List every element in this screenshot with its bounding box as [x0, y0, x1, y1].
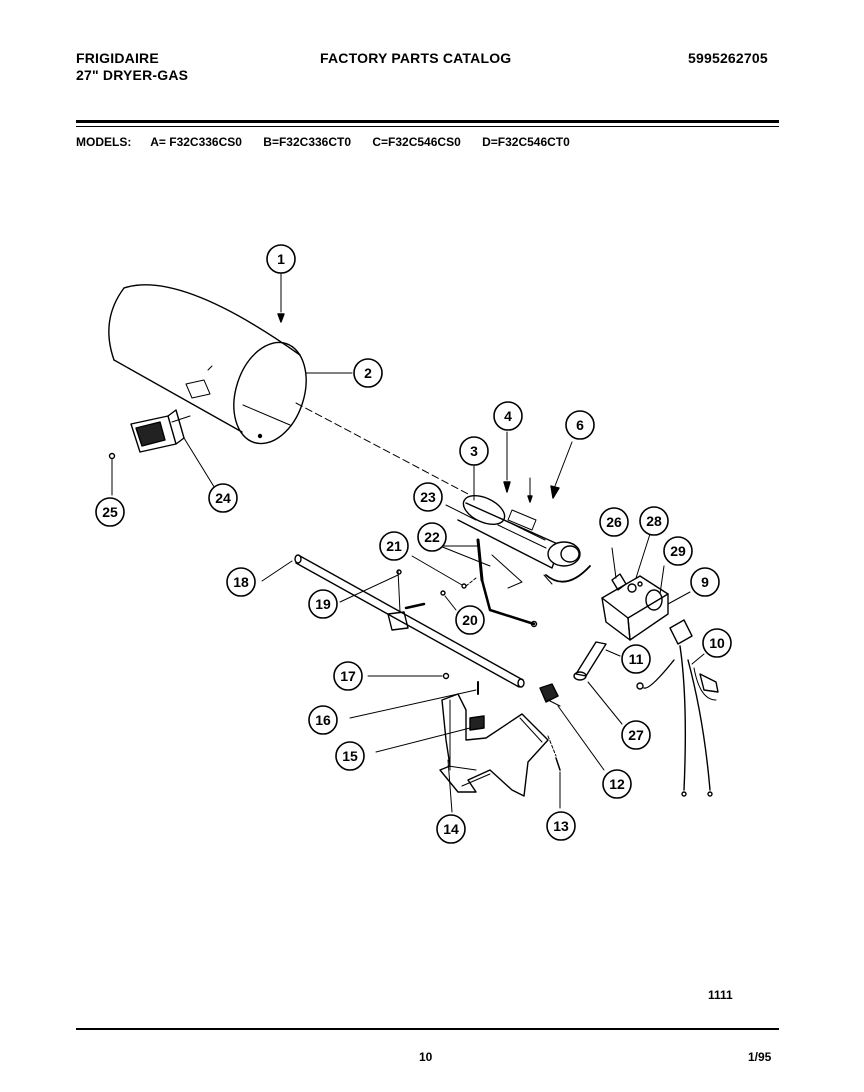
igniter-part-22: [476, 538, 538, 628]
svg-text:20: 20: [462, 612, 478, 628]
models-label: MODELS:: [76, 135, 132, 149]
svg-text:21: 21: [386, 538, 402, 554]
revision-date: 1/95: [748, 1050, 772, 1064]
mounting-bracket-part-14: [439, 693, 549, 813]
model-c: C=F32C546CS0: [372, 135, 461, 149]
screw-part-6: [527, 441, 573, 503]
callout-1: 1: [266, 244, 296, 274]
burner-housing-drum: [108, 284, 307, 445]
svg-text:9: 9: [701, 574, 709, 590]
svg-text:11: 11: [629, 651, 644, 667]
svg-text:23: 23: [420, 489, 436, 505]
header-rule-thick: [76, 120, 779, 123]
callout-4: 4: [493, 401, 523, 431]
burner-tube-part-3: [457, 494, 591, 585]
model-d: D=F32C546CT0: [482, 135, 570, 149]
catalog-title: FACTORY PARTS CATALOG: [320, 50, 512, 66]
callout-9: 9: [690, 567, 720, 597]
svg-text:25: 25: [102, 504, 118, 520]
svg-text:17: 17: [340, 668, 356, 684]
callout-17: 17: [333, 661, 363, 691]
svg-text:15: 15: [342, 748, 358, 764]
svg-text:14: 14: [443, 821, 459, 837]
callout-23: 23: [413, 482, 443, 512]
svg-text:29: 29: [670, 543, 686, 559]
figure-number: 1111: [708, 988, 733, 1002]
svg-text:13: 13: [553, 818, 569, 834]
callout-11: 11: [621, 644, 651, 674]
flame-sensor-part-24: [130, 409, 217, 491]
callout-25: 25: [95, 497, 125, 527]
model-a: A= F32C336CS0: [150, 135, 242, 149]
callout-24: 24: [208, 483, 238, 513]
orifice-part-11: [573, 641, 623, 725]
svg-text:6: 6: [576, 417, 584, 433]
models-line: MODELS: A= F32C336CS0 B=F32C336CT0 C=F32…: [76, 135, 588, 149]
callout-3: 3: [459, 436, 489, 466]
callout-19: 19: [308, 589, 338, 619]
callout-18: 18: [226, 567, 256, 597]
screw-part-25: [108, 452, 116, 496]
screw-part-16: [349, 681, 479, 719]
callout-layer: 1 2 3 4 6 9 10 11 12 13 14 15 16 17 18 1…: [95, 244, 732, 844]
svg-text:24: 24: [215, 490, 231, 506]
callout-12: 12: [602, 769, 632, 799]
brand-name: FRIGIDAIRE: [76, 50, 159, 66]
callout-6: 6: [565, 410, 595, 440]
callout-29: 29: [663, 536, 693, 566]
valve-clip-part-12: [539, 683, 605, 771]
screw-part-17: [367, 672, 450, 680]
svg-text:26: 26: [606, 514, 622, 530]
gas-valve-part-9: [601, 533, 691, 641]
svg-text:12: 12: [609, 776, 625, 792]
page-number: 10: [419, 1050, 433, 1064]
callout-28: 28: [639, 506, 669, 536]
callout-16: 16: [308, 705, 338, 735]
leader-23: [445, 504, 477, 521]
callout-20: 20: [455, 605, 485, 635]
tube-bracket-part-19: [339, 569, 426, 631]
wiring-harness-part-10: [636, 619, 719, 797]
svg-text:10: 10: [709, 635, 725, 651]
svg-text:22: 22: [424, 529, 440, 545]
callout-15: 15: [335, 741, 365, 771]
leader-22: [439, 545, 491, 567]
model-b: B=F32C336CT0: [263, 135, 352, 149]
screw-part-4: [503, 431, 511, 493]
header-rule-thin: [76, 126, 779, 127]
screw-part-21: [411, 555, 477, 589]
callout-22: 22: [417, 522, 447, 552]
callout-2: 2: [353, 358, 383, 388]
screw-part-13: [547, 735, 561, 809]
svg-text:1: 1: [277, 251, 285, 267]
screw-part-1: [277, 272, 285, 323]
catalog-number: 5995262705: [688, 50, 768, 66]
callout-21: 21: [379, 531, 409, 561]
svg-text:3: 3: [470, 443, 478, 459]
svg-text:28: 28: [646, 513, 662, 529]
svg-text:19: 19: [315, 596, 331, 612]
svg-text:27: 27: [628, 727, 644, 743]
svg-text:16: 16: [315, 712, 331, 728]
screw-part-15: [375, 715, 485, 753]
svg-text:4: 4: [504, 408, 512, 424]
screw-part-20: [440, 590, 457, 611]
callout-26: 26: [599, 507, 629, 537]
callout-10: 10: [702, 628, 732, 658]
callout-27: 27: [621, 720, 651, 750]
svg-text:18: 18: [233, 574, 249, 590]
callout-14: 14: [436, 814, 466, 844]
product-name: 27" DRYER-GAS: [76, 67, 189, 83]
callout-13: 13: [546, 811, 576, 841]
svg-text:2: 2: [364, 365, 372, 381]
footer-rule: [76, 1028, 779, 1030]
